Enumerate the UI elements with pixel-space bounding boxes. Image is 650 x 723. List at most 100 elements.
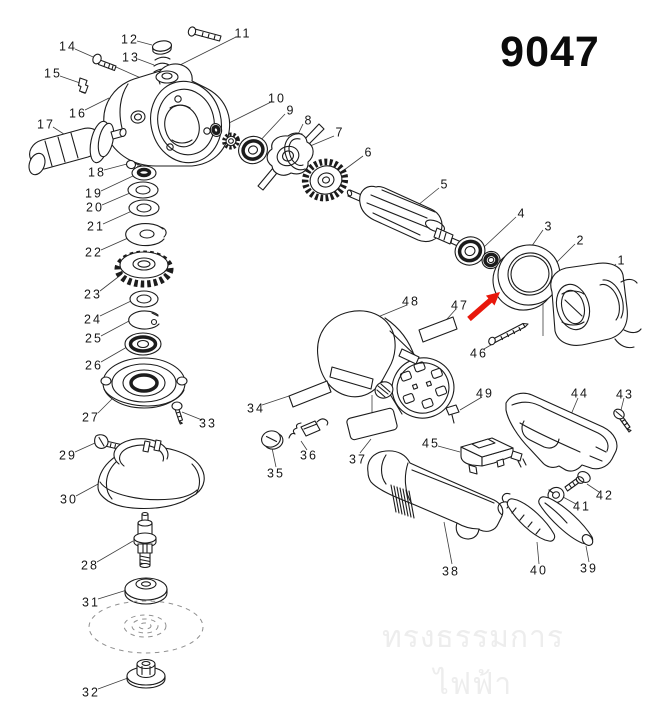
part-23-bevel-gear-drawing xyxy=(114,250,174,288)
part-leader-39 xyxy=(585,545,590,563)
part-number-label-33: 33 xyxy=(199,417,217,431)
part-number-label-20: 20 xyxy=(86,201,104,215)
part-37-label-drawing xyxy=(346,407,398,441)
part-number-label-3: 3 xyxy=(545,220,554,234)
part-leader-9 xyxy=(257,113,286,144)
part-number-label-15: 15 xyxy=(44,67,62,81)
part-number-label-6: 6 xyxy=(365,146,374,160)
part-number-label-18: 18 xyxy=(88,166,106,180)
part-14-screw-drawing xyxy=(92,53,117,72)
part-42-screw-drawing xyxy=(564,471,591,492)
part-leader-45 xyxy=(437,445,461,453)
part-15-nipple-drawing xyxy=(77,77,89,94)
part-19-washer-drawing xyxy=(131,165,157,181)
part-leader-2 xyxy=(555,243,576,264)
part-number-label-10: 10 xyxy=(268,92,286,106)
part-number-label-49: 49 xyxy=(476,387,494,401)
part-leader-23 xyxy=(99,273,123,292)
part-11-screw-drawing xyxy=(187,26,222,42)
part-number-label-35: 35 xyxy=(267,467,285,481)
part-leader-36 xyxy=(300,440,308,451)
part-number-label-8: 8 xyxy=(305,114,314,128)
part-13-spring-drawing xyxy=(153,56,171,79)
part-33-screw-drawing xyxy=(171,401,184,425)
part-leader-40 xyxy=(536,541,540,565)
part-number-label-4: 4 xyxy=(518,207,527,221)
part-48-motor-housing-drawing xyxy=(316,310,455,419)
part-number-label-47: 47 xyxy=(451,299,469,313)
part-22-ring-drawing xyxy=(125,223,167,247)
part-3-ring-drawing xyxy=(492,244,561,311)
part-number-label-41: 41 xyxy=(573,500,591,514)
part-number-label-13: 13 xyxy=(122,51,140,65)
part-leader-21 xyxy=(102,210,133,225)
grinding-wheel-dashed-drawing xyxy=(88,600,204,654)
part-number-label-45: 45 xyxy=(422,437,440,451)
part-46-screw-drawing xyxy=(488,322,529,346)
part-35-brush-cap-drawing xyxy=(261,430,284,450)
part-leader-38 xyxy=(443,521,453,565)
part-number-label-14: 14 xyxy=(59,40,77,54)
part-45-switch-drawing xyxy=(460,437,527,475)
part-leader-35 xyxy=(271,447,277,468)
part-number-label-5: 5 xyxy=(441,178,450,192)
part-leader-24 xyxy=(99,300,132,317)
part-43-screw-drawing xyxy=(613,408,632,433)
part-leader-25 xyxy=(100,320,130,337)
part-24-washer-drawing xyxy=(129,290,159,308)
part-number-label-31: 31 xyxy=(82,596,100,610)
part-number-label-9: 9 xyxy=(287,104,296,118)
part-number-label-39: 39 xyxy=(580,562,598,576)
part-leader-31 xyxy=(97,589,128,600)
part-leader-30 xyxy=(75,482,101,497)
model-number: 9047 xyxy=(500,28,600,76)
part-leader-13 xyxy=(137,58,155,66)
highlight-arrow xyxy=(467,292,500,322)
part-leader-16 xyxy=(84,97,110,111)
part-number-label-46: 46 xyxy=(470,347,488,361)
part-number-label-25: 25 xyxy=(85,332,103,346)
part-leader-43 xyxy=(620,397,625,411)
part-number-label-26: 26 xyxy=(85,359,103,373)
part-number-label-2: 2 xyxy=(577,234,586,248)
part-leader-20 xyxy=(101,192,131,206)
part-number-label-1: 1 xyxy=(618,254,627,268)
part-6-fan-drawing xyxy=(301,158,349,202)
part-30-wheel-guard-drawing xyxy=(97,438,205,510)
part-7-spiral-drawing xyxy=(284,133,306,171)
part-27-bearing-box-drawing xyxy=(100,357,188,409)
part-25-snap-ring-drawing xyxy=(128,310,160,330)
part-10-washer-drawing xyxy=(209,123,240,150)
part-number-label-42: 42 xyxy=(596,489,614,503)
part-number-label-27: 27 xyxy=(82,411,100,425)
part-number-label-21: 21 xyxy=(87,220,105,234)
part-26-bearing-drawing xyxy=(124,332,162,356)
part-34-nameplate-drawing xyxy=(288,380,332,408)
part-17-side-handle-drawing xyxy=(28,120,127,176)
part-leader-4 xyxy=(483,216,517,248)
part-number-label-40: 40 xyxy=(530,564,548,578)
part-47-label-drawing xyxy=(418,316,458,343)
part-4-bearing-drawing xyxy=(454,236,501,270)
part-number-label-43: 43 xyxy=(616,388,634,402)
part-number-label-30: 30 xyxy=(60,493,78,507)
part-36-carbon-brush-drawing xyxy=(288,418,329,439)
part-leader-32 xyxy=(97,677,129,690)
part-44-handle-cover-drawing xyxy=(505,392,618,472)
part-32-lock-nut-drawing xyxy=(126,658,166,689)
part-number-label-34: 34 xyxy=(247,402,265,416)
part-number-label-29: 29 xyxy=(59,449,77,463)
part-number-label-19: 19 xyxy=(85,187,103,201)
highlight-arrow-shaft xyxy=(467,297,494,322)
part-leader-41 xyxy=(562,496,577,505)
part-leader-15 xyxy=(59,75,81,84)
part-number-label-28: 28 xyxy=(81,559,99,573)
part-31-inner-flange-drawing xyxy=(124,577,168,605)
part-leader-34 xyxy=(261,395,290,406)
part-number-label-36: 36 xyxy=(300,449,318,463)
part-40-cord-guard-drawing xyxy=(506,498,556,542)
part-leader-19 xyxy=(100,175,134,192)
watermark-text: ทรงธรรมการไฟฟ้า xyxy=(382,621,564,701)
